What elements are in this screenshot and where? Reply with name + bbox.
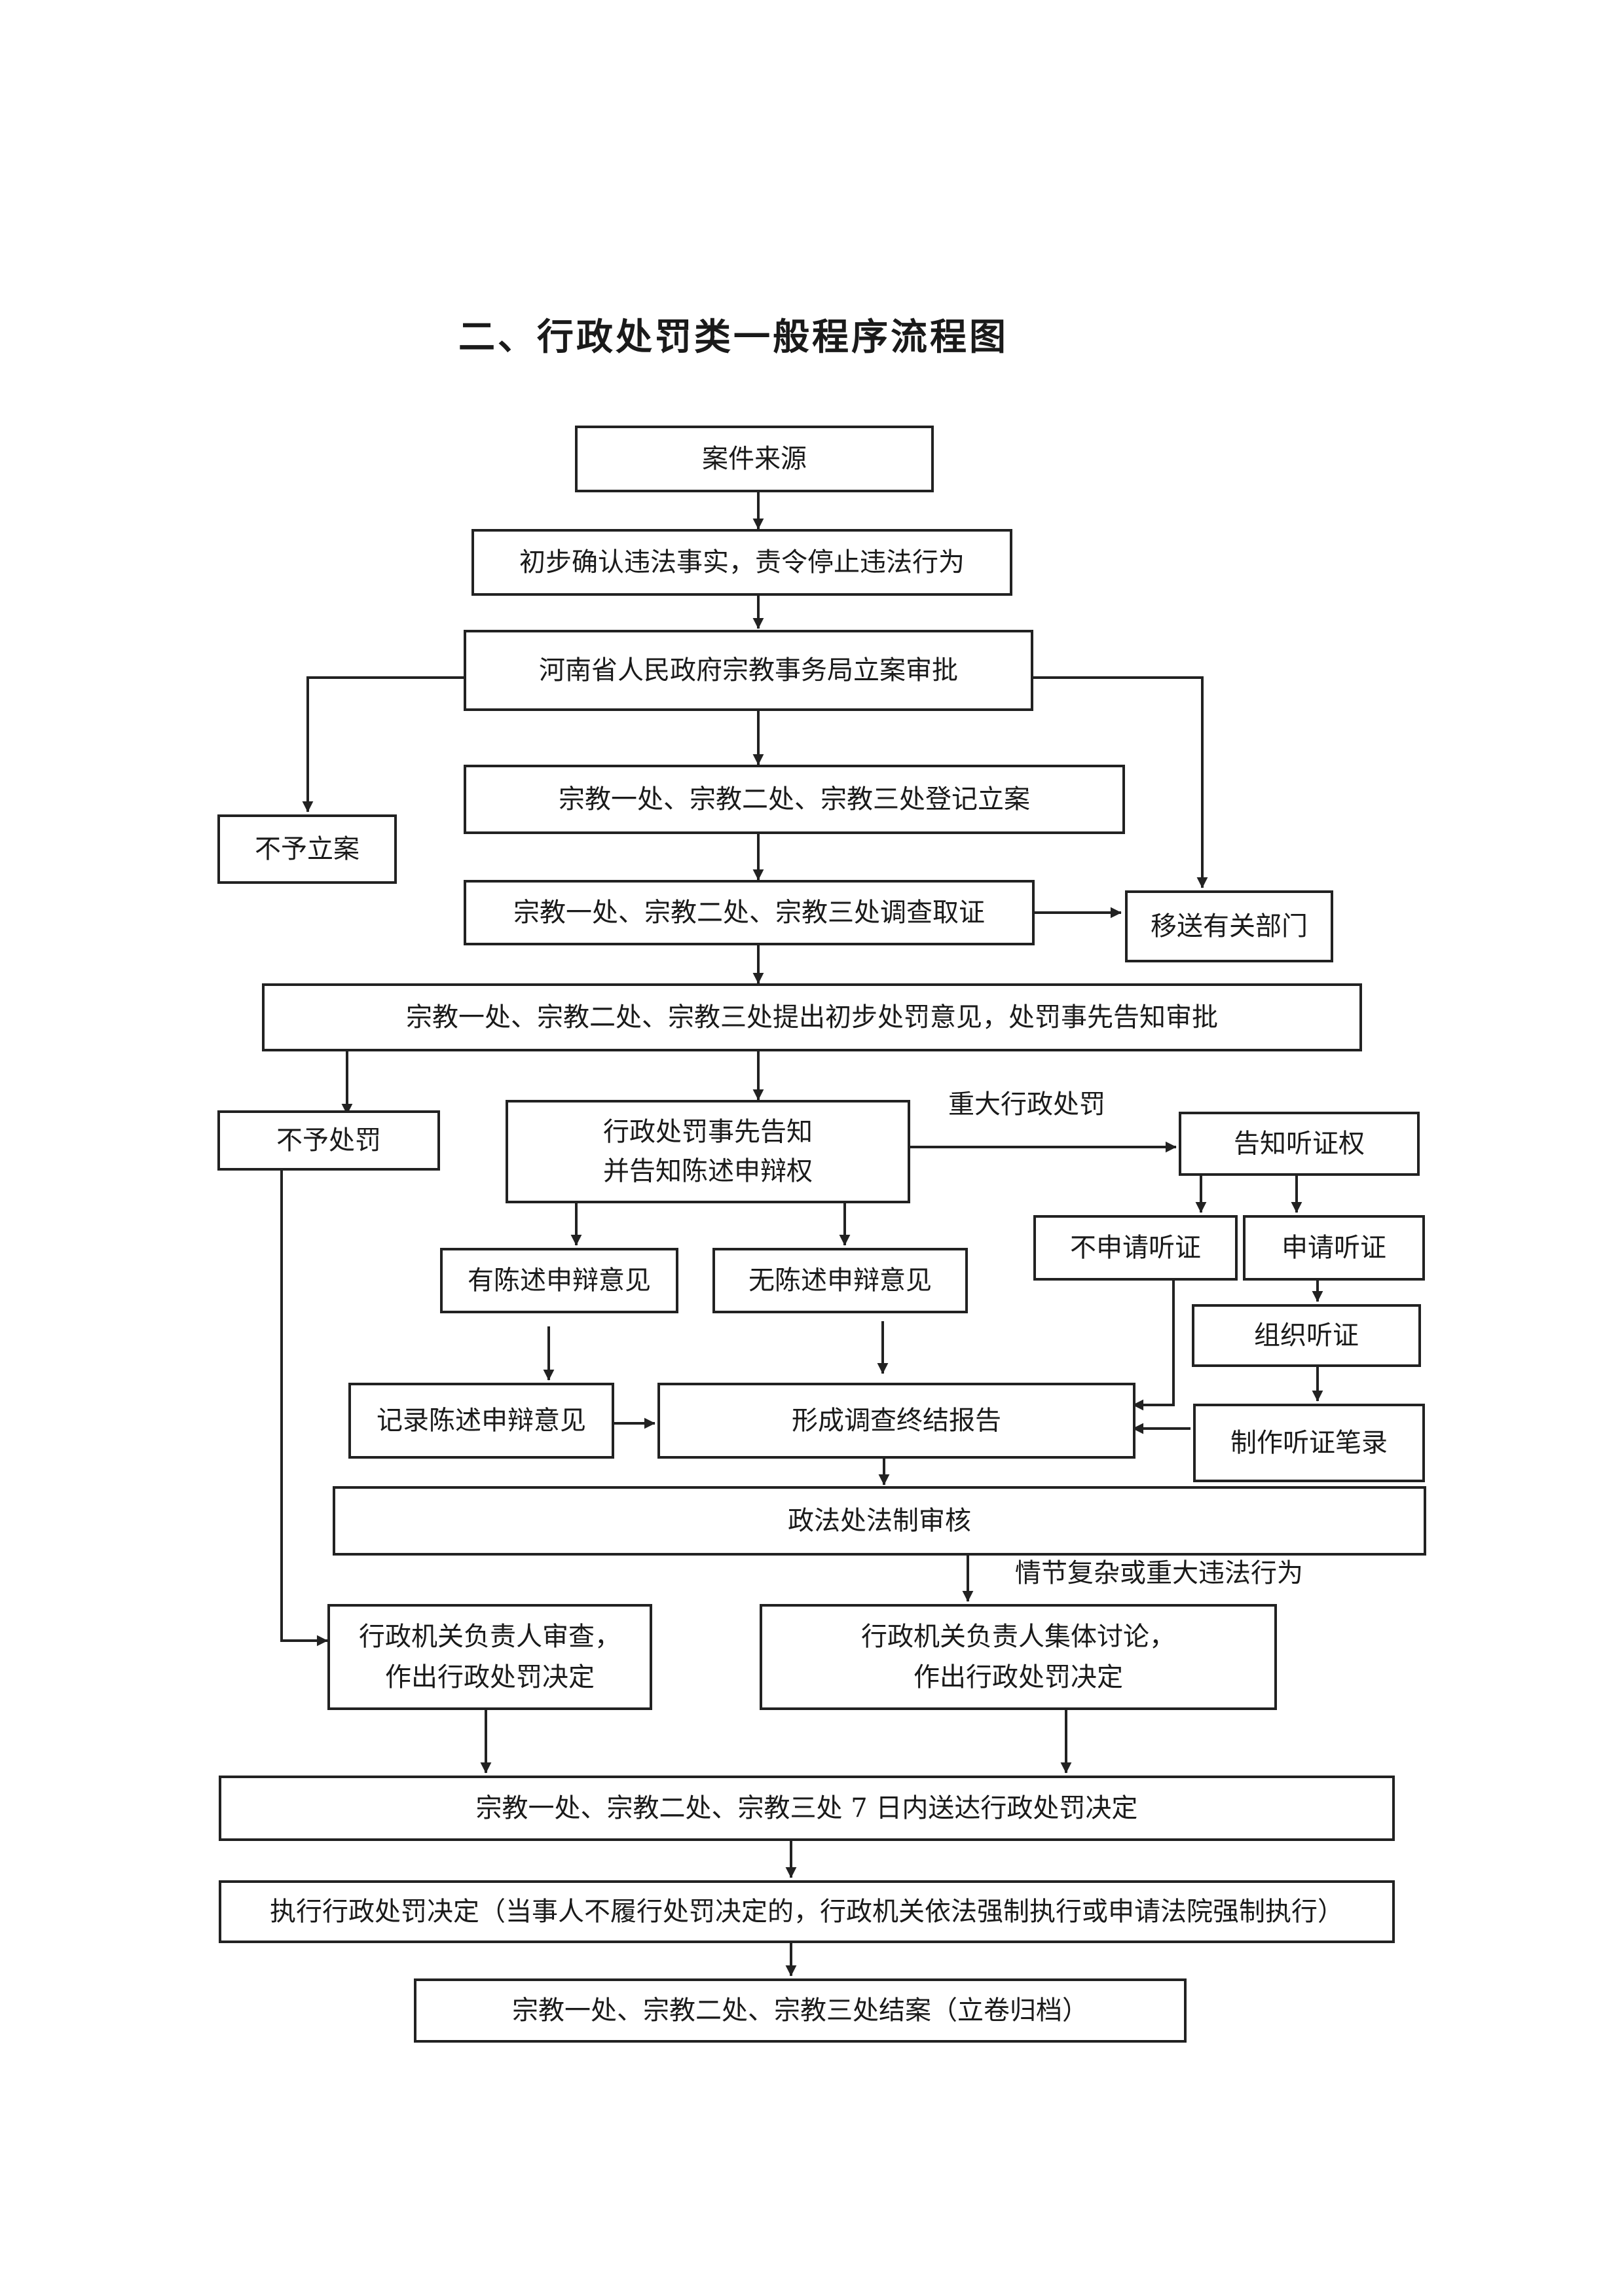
node-organize-hearing: 组织听证 <box>1192 1304 1421 1367</box>
node-text: 宗教一处、宗教二处、宗教三处调查取证 <box>513 898 985 928</box>
edge-label-major-penalty: 重大行政处罚 <box>948 1089 1105 1120</box>
node-text: 宗教一处、宗教二处、宗教三处 7 日内送达行政处罚决定 <box>475 1793 1138 1823</box>
node-text-line-2: 作出行政处罚决定 <box>913 1662 1123 1692</box>
edge-label-complex-case: 情节复杂或重大违法行为 <box>1015 1558 1303 1588</box>
node-filing-approval: 河南省人民政府宗教事务局立案审批 <box>464 630 1033 711</box>
node-investigate: 宗教一处、宗教二处、宗教三处调查取证 <box>464 880 1035 945</box>
node-text-line-2: 并告知陈述申辩权 <box>603 1156 813 1186</box>
node-text-line-1: 行政处罚事先告知 <box>603 1117 813 1147</box>
node-text: 申请听证 <box>1282 1233 1386 1263</box>
node-text: 无陈述申辩意见 <box>748 1266 932 1296</box>
node-text-line-2: 作出行政处罚决定 <box>385 1662 595 1692</box>
node-text: 有陈述申辩意见 <box>468 1266 651 1296</box>
node-text: 不申请听证 <box>1070 1233 1201 1263</box>
node-text: 宗教一处、宗教二处、宗教三处提出初步处罚意见，处罚事先告知审批 <box>406 1002 1218 1032</box>
arrow-approval-to-no-filing <box>302 676 464 812</box>
node-head-review: 行政机关负责人审查， 作出行政处罚决定 <box>327 1604 652 1710</box>
node-text: 移送有关部门 <box>1151 911 1308 941</box>
arrow-approval-to-transfer <box>1032 676 1208 888</box>
node-transfer: 移送有关部门 <box>1125 890 1333 962</box>
node-hearing-record: 制作听证笔录 <box>1193 1404 1425 1482</box>
node-text: 河南省人民政府宗教事务局立案审批 <box>539 655 958 685</box>
node-text: 不予处罚 <box>276 1125 381 1156</box>
node-legal-review: 政法处法制审核 <box>333 1486 1426 1556</box>
node-no-statement: 无陈述申辩意见 <box>712 1248 968 1313</box>
node-text-line-1: 行政机关负责人集体讨论， <box>861 1622 1175 1652</box>
node-deliver-decision: 宗教一处、宗教二处、宗教三处 7 日内送达行政处罚决定 <box>219 1776 1395 1841</box>
node-no-filing: 不予立案 <box>217 814 397 884</box>
node-collective-discussion: 行政机关负责人集体讨论， 作出行政处罚决定 <box>760 1604 1277 1710</box>
node-text: 制作听证笔录 <box>1230 1428 1388 1458</box>
node-final-report: 形成调查终结报告 <box>657 1383 1135 1459</box>
node-text: 告知听证权 <box>1234 1129 1365 1159</box>
node-register-filing: 宗教一处、宗教二处、宗教三处登记立案 <box>464 765 1125 834</box>
node-text: 不予立案 <box>255 834 360 864</box>
node-text: 记录陈述申辩意见 <box>377 1406 586 1436</box>
node-text: 初步确认违法事实，责令停止违法行为 <box>519 547 965 577</box>
node-execute-decision: 执行行政处罚决定（当事人不履行处罚决定的，行政机关依法强制执行或申请法院强制执行… <box>219 1880 1395 1943</box>
node-text: 宗教一处、宗教二处、宗教三处登记立案 <box>559 784 1030 814</box>
arrow-no-request-to-report <box>1132 1279 1175 1411</box>
node-propose-opinion: 宗教一处、宗教二处、宗教三处提出初步处罚意见，处罚事先告知审批 <box>262 983 1362 1051</box>
node-text: 政法处法制审核 <box>788 1506 971 1536</box>
node-prior-notice: 行政处罚事先告知 并告知陈述申辩权 <box>506 1100 910 1203</box>
node-notify-hearing-rights: 告知听证权 <box>1179 1112 1420 1176</box>
node-text: 形成调查终结报告 <box>792 1406 1001 1436</box>
node-has-statement: 有陈述申辩意见 <box>440 1248 678 1313</box>
node-close-case: 宗教一处、宗教二处、宗教三处结案（立卷归档） <box>414 1978 1187 2043</box>
node-text-line-1: 行政机关负责人审查， <box>359 1622 621 1652</box>
node-preliminary-confirm: 初步确认违法事实，责令停止违法行为 <box>471 529 1012 596</box>
node-text: 组织听证 <box>1254 1321 1359 1351</box>
node-hearing-request: 申请听证 <box>1243 1215 1425 1281</box>
node-text: 宗教一处、宗教二处、宗教三处结案（立卷归档） <box>512 1995 1088 2026</box>
arrow-no-penalty-to-head-review <box>280 1169 328 1647</box>
page-title: 二、行政处罚类一般程序流程图 <box>458 316 1008 359</box>
node-case-source: 案件来源 <box>575 426 934 492</box>
node-text: 执行行政处罚决定（当事人不履行处罚决定的，行政机关依法强制执行或申请法院强制执行… <box>270 1897 1344 1927</box>
node-record-statement: 记录陈述申辩意见 <box>348 1383 614 1459</box>
node-text: 案件来源 <box>702 444 807 474</box>
node-no-hearing-request: 不申请听证 <box>1033 1215 1238 1281</box>
node-no-penalty: 不予处罚 <box>217 1110 440 1171</box>
